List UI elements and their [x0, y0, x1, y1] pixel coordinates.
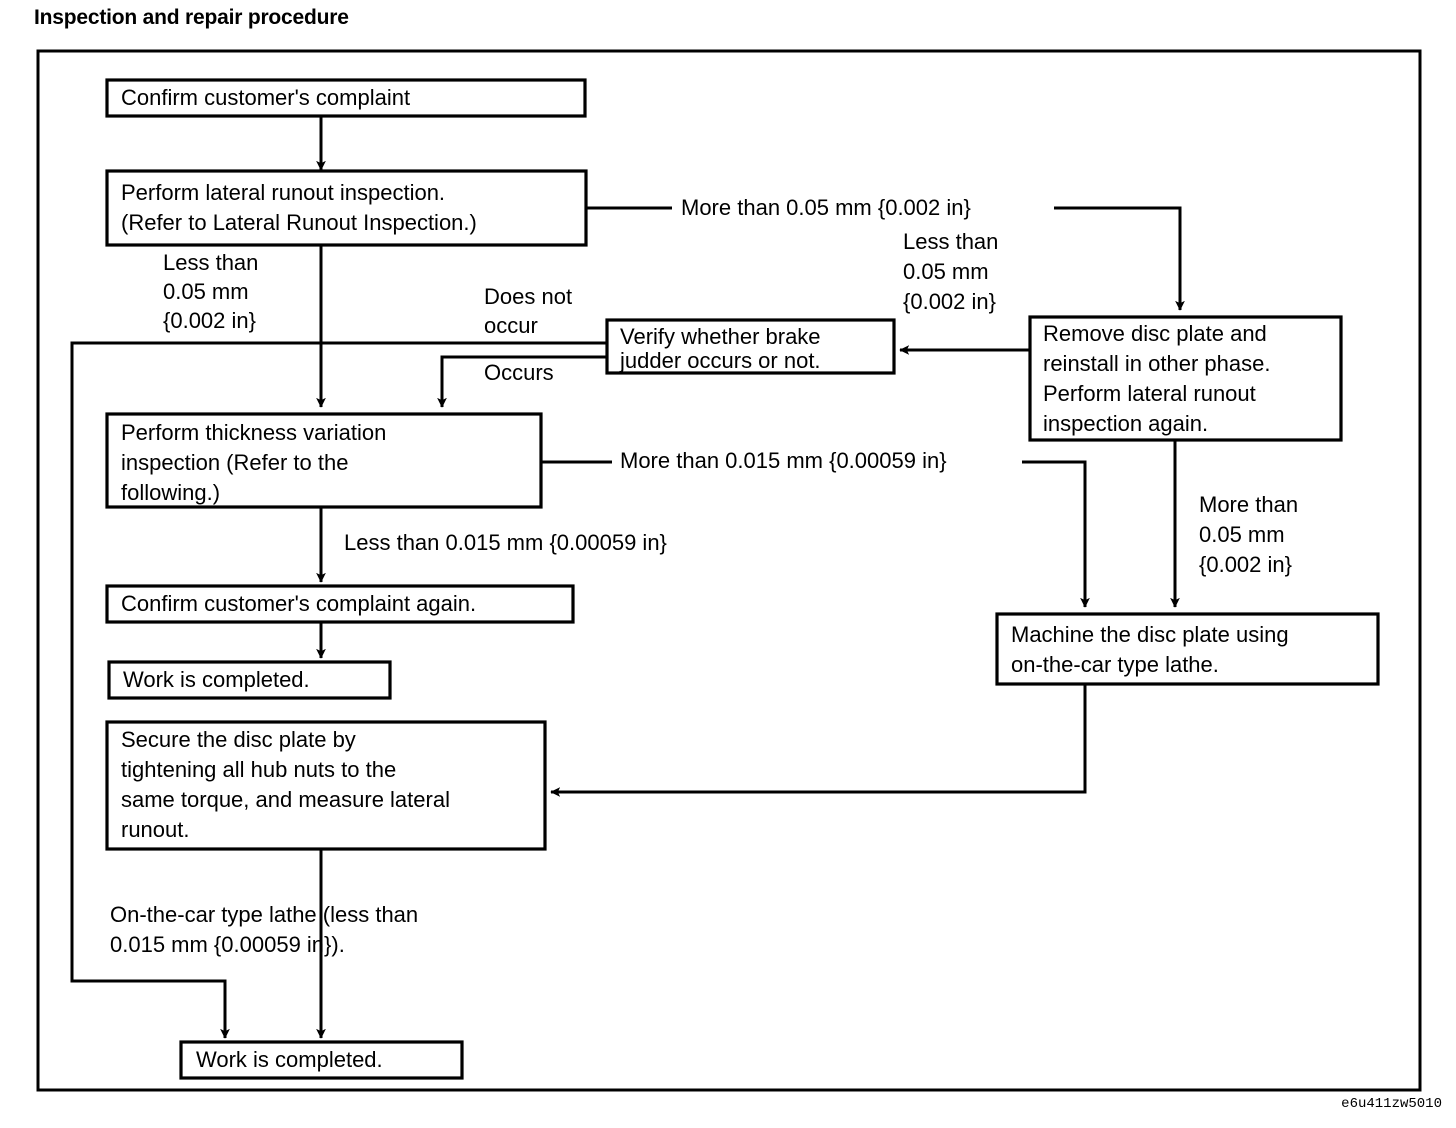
node-thickness-line-0: Perform thickness variation [121, 420, 386, 445]
node-machine-disc-line-1: on-the-car type lathe. [1011, 652, 1219, 677]
node-verify-judder[interactable]: Verify whether brake judder occurs or no… [605, 318, 896, 375]
edge-label-less-than-005-left-2: {0.002 in} [163, 308, 256, 333]
edge-label-on-the-car-lathe-1: 0.015 mm {0.00059 in}). [110, 932, 345, 957]
node-work-completed-bottom-line-0: Work is completed. [196, 1047, 383, 1072]
node-lateral-runout-inspection[interactable]: Perform lateral runout inspection. (Refe… [105, 169, 588, 247]
edge-label-less-than-005-right-1: 0.05 mm [903, 259, 989, 284]
edge-label-more-than-0015: More than 0.015 mm {0.00059 in} [620, 448, 947, 473]
node-secure-disc-line-3: runout. [121, 817, 190, 842]
node-confirm-complaint-line-0: Confirm customer's complaint [121, 85, 410, 110]
node-secure-disc-line-2: same torque, and measure lateral [121, 787, 450, 812]
edge-label-on-the-car-lathe-0: On-the-car type lathe (less than [110, 902, 418, 927]
diagram-frame [36, 49, 1422, 1092]
node-secure-disc-plate[interactable]: Secure the disc plate by tightening all … [105, 720, 547, 851]
node-lateral-runout-line-0: Perform lateral runout inspection. [121, 180, 445, 205]
figure-code: e6u411zw5010 [1341, 1096, 1442, 1112]
node-remove-disc-line-0: Remove disc plate and [1043, 321, 1267, 346]
node-lateral-runout-line-1: (Refer to Lateral Runout Inspection.) [121, 210, 477, 235]
node-thickness-line-1: inspection (Refer to the [121, 450, 348, 475]
node-work-completed-top[interactable]: Work is completed. [107, 660, 392, 700]
node-remove-disc-line-2: Perform lateral runout [1043, 381, 1256, 406]
edge-label-less-than-005-left-1: 0.05 mm [163, 279, 249, 304]
edge-label-less-than-005-right-0: Less than [903, 229, 998, 254]
node-work-completed-bottom[interactable]: Work is completed. [179, 1040, 464, 1080]
edge-label-more-than-005-top: More than 0.05 mm {0.002 in} [681, 195, 971, 220]
node-verify-judder-line-0: Verify whether brake [620, 324, 821, 349]
node-machine-disc-plate[interactable]: Machine the disc plate using on-the-car … [995, 612, 1380, 686]
edge-verify-does-not-occur [70, 341, 607, 1039]
edge-label-more-than-005-right-2: {0.002 in} [1199, 552, 1292, 577]
edge-label-occurs: Occurs [484, 360, 554, 385]
edge-label-less-than-005-left-0: Less than [163, 250, 258, 275]
node-verify-judder-line-1: judder occurs or not. [619, 348, 821, 373]
node-remove-disc-plate[interactable]: Remove disc plate and reinstall in other… [1028, 315, 1343, 442]
node-thickness-variation[interactable]: Perform thickness variation inspection (… [105, 412, 543, 509]
edge-verify-occurs [437, 355, 607, 408]
node-confirm-complaint-again[interactable]: Confirm customer's complaint again. [105, 584, 575, 624]
edge-label-more-than-005-right-1: 0.05 mm [1199, 522, 1285, 547]
node-remove-disc-line-1: reinstall in other phase. [1043, 351, 1270, 376]
edge-label-less-than-005-right-2: {0.002 in} [903, 289, 996, 314]
edge-machine-to-secure [550, 684, 1087, 797]
node-secure-disc-line-0: Secure the disc plate by [121, 727, 356, 752]
page-title: Inspection and repair procedure [34, 6, 349, 29]
node-remove-disc-line-3: inspection again. [1043, 411, 1208, 436]
node-confirm-again-line-0: Confirm customer's complaint again. [121, 591, 476, 616]
edge-lateral-to-remove [586, 206, 1180, 310]
edge-label-less-than-0015: Less than 0.015 mm {0.00059 in} [344, 530, 667, 555]
edge-label-does-not-occur-1: occur [484, 313, 538, 338]
node-confirm-complaint[interactable]: Confirm customer's complaint [105, 78, 587, 118]
node-work-completed-top-line-0: Work is completed. [123, 667, 310, 692]
edge-thickness-to-machine [541, 460, 1085, 607]
edge-label-more-than-005-right-0: More than [1199, 492, 1298, 517]
node-machine-disc-line-0: Machine the disc plate using [1011, 622, 1289, 647]
edge-label-does-not-occur-0: Does not [484, 284, 572, 309]
node-thickness-line-2: following.) [121, 480, 220, 505]
node-secure-disc-line-1: tightening all hub nuts to the [121, 757, 396, 782]
